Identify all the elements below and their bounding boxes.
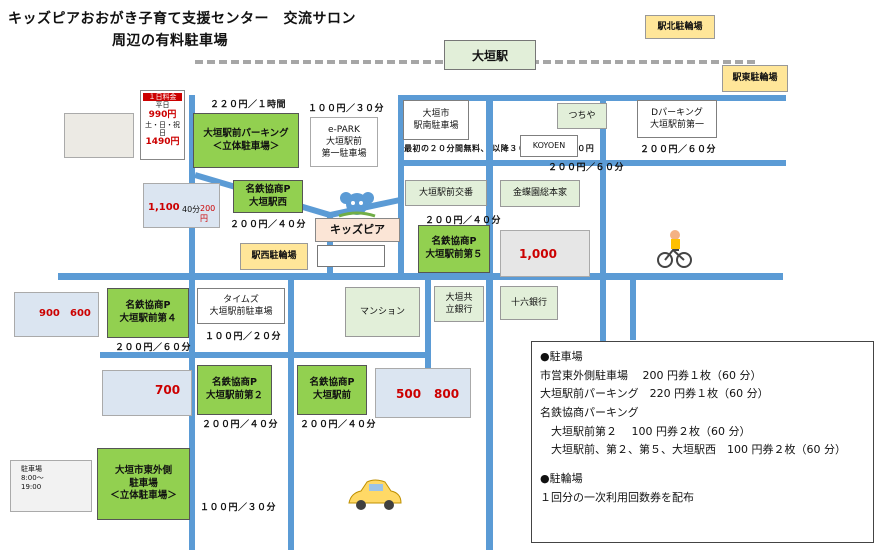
parking-sign-photo-2: 1,100 40分 200円 [143,183,220,228]
legend-box: ●駐車場 市営東外側駐車場 200 円券１枚（60 分） 大垣駅前パーキング 2… [531,341,874,543]
lot-meitetsu-ekimae[interactable]: 名鉄協商P 大垣駅前 [297,365,367,415]
photo4-price-2: 600 [70,308,91,319]
legend-row: 市営東外側駐車場 200 円券１枚（60 分） [540,368,762,382]
parking-sign-photo-1 [64,113,134,158]
legend-heading-bike: ●駐輪場 [540,472,583,486]
lot-times[interactable]: タイムズ 大垣駅前駐車場 [197,288,285,324]
road-east-upper [398,160,786,166]
page-title: キッズピアおおがき子育て支援センター 交流サロン [8,11,356,27]
price-shiei-higashi: １００円／３０分 [200,503,277,513]
price-ogaki-shi-ekinan: 最初の２０分間無料、 以降３０分ごとに１５０円 [404,144,595,153]
photo1-line3: 990円 [148,109,177,120]
lot-koyoen[interactable]: KOYOEN [520,135,578,157]
photo2-small-2: 200円 [200,204,216,223]
photo2-small-1: 40分 [182,205,201,214]
road-main-horizontal [58,273,783,280]
road-vertical-upper [398,95,404,280]
legend-row: 大垣駅前パーキング 220 円券１枚（60 分） [540,387,769,401]
photo3-price: 1,000 [519,247,557,261]
road-east-short [630,280,636,340]
landmark-mansion: マンション [345,287,420,337]
road-north [398,95,786,101]
road-lower-horizontal [100,352,430,358]
legend-heading-parking: ●駐車場 [540,350,583,363]
price-meitetsu-ekimae: ２００円／４０分 [300,420,377,430]
price-meitetsu-4: ２００円／６０分 [115,343,192,353]
page-subtitle: 周辺の有料駐車場 [112,33,228,49]
photo7-line3: 19:00 [21,483,42,492]
photo1-line4: 土・日・祝日 [145,120,180,137]
photo6-price-2: 800 [434,387,460,401]
parking-sign-photo-1b: １日料金 平日 990円 土・日・祝日 1490円 [140,90,185,160]
legend-row: 大垣駅前、第２、第５、大垣駅西 100 円券２枚（60 分） [540,443,846,457]
parking-sign-photo-5: 700 [102,370,192,416]
parking-sign-photo-3: 1,000 [500,230,590,277]
road-vertical-east [600,100,606,345]
price-d-parking: ２００円／６０分 [640,145,717,155]
ogaki-station: 大垣駅 [444,40,536,70]
price-e-park: １００円／３０分 [308,104,385,114]
bike-park-west: 駅西駐輪場 [240,243,308,270]
road-vertical-left [189,95,195,550]
lot-meitetsu-5[interactable]: 名鉄協商P 大垣駅前第５ [418,225,490,273]
lot-shiei-higashi[interactable]: 大垣市東外側 駐車場 ＜立体駐車場＞ [97,448,190,520]
parking-sign-photo-6: 500 800 [375,368,471,418]
lot-meitetsu-2[interactable]: 名鉄協商P 大垣駅前第２ [197,365,272,415]
photo4-price-1: 900 [39,308,60,319]
kidspia-mascot-icon [338,192,376,218]
photo7-line2: 8:00～ [21,474,44,483]
lot-ogaki-ekimae-parking[interactable]: 大垣駅前パーキング ＜立体駐車場＞ [193,113,299,168]
price-meitetsu-2: ２００円／４０分 [202,420,279,430]
landmark-juroku: 十六銀行 [500,286,558,320]
lot-ogaki-shi-ekinan[interactable]: 大垣市 駅南駐車場 [403,100,469,140]
lot-e-park[interactable]: e-PARK 大垣駅前 第一駐車場 [310,117,378,167]
landmark-tsuchiya: つちや [557,103,607,129]
parking-sign-photo-7: 駐車場 8:00～ 19:00 [10,460,92,512]
lot-meitetsu-nishi[interactable]: 名鉄協商P 大垣駅西 [233,180,303,213]
kidspia-entrance [317,245,385,267]
photo1-line5: 1490円 [145,137,180,148]
bike-park-east: 駅東駐輪場 [722,65,788,92]
photo1-line1: １日料金 [143,93,182,102]
kidspia-facility[interactable]: キッズピア [315,218,400,242]
road-vertical-center [425,278,431,408]
road-vertical-mid [288,278,294,550]
price-meitetsu-nishi: ２００円／４０分 [230,220,307,230]
price-times: １００円／２０分 [205,332,282,342]
legend-note: １回分の一次利用回数券を配布 [540,490,694,504]
landmark-ogaki-kyoritsu: 大垣共 立銀行 [434,286,484,322]
photo1-line2: 平日 [155,101,170,110]
legend-row: 名鉄協商パーキング [540,406,639,420]
price-koyoen: ２００円／６０分 [548,163,625,173]
road-vertical-main [486,100,493,550]
lot-meitetsu-4[interactable]: 名鉄協商P 大垣駅前第４ [107,288,189,338]
photo2-price: 1,100 [148,202,180,213]
car-icon [348,479,402,510]
bicycle-rider-icon [657,230,692,268]
photo6-price-1: 500 [396,387,422,401]
price-meitetsu-5: ２００円／４０分 [425,216,502,226]
bike-park-north: 駅北駐輪場 [645,15,715,39]
lot-d-parking[interactable]: Dパーキング 大垣駅前第一 [637,100,717,138]
landmark-kinkyoen: 金蝶園総本家 [500,180,580,207]
landmark-koban: 大垣駅前交番 [405,180,487,206]
parking-sign-photo-4: 900 600 [14,292,99,337]
photo5-price: 700 [155,383,181,397]
legend-row: 大垣駅前第２ 100 円券２枚（60 分） [540,424,751,438]
price-ogaki-ekimae-parking: ２２０円／１時間 [210,100,287,110]
photo7-line1: 駐車場 [21,465,42,473]
